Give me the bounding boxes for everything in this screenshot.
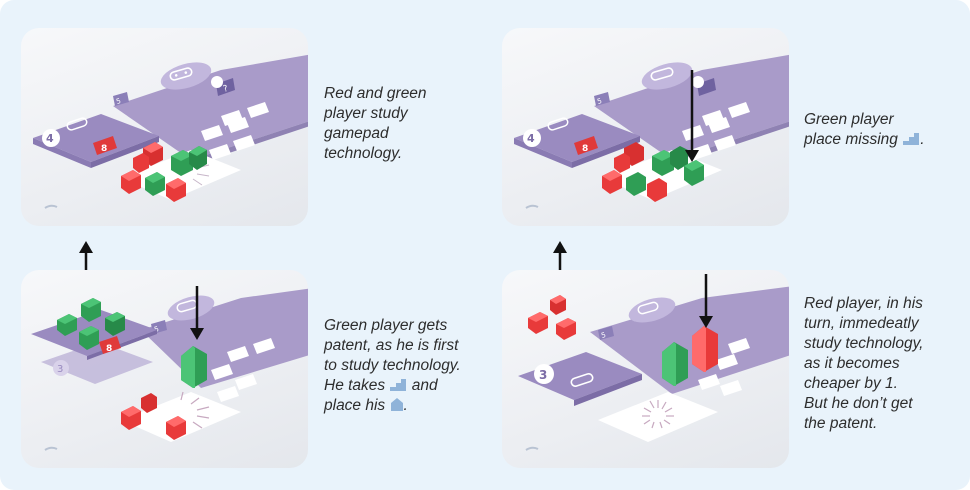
caption-bottom-right: Red player, in his turn, immedeatly stud… (804, 295, 924, 432)
study-area (121, 392, 241, 442)
stair-piece-icon (903, 133, 920, 145)
svg-text:5: 5 (596, 97, 603, 106)
svg-text:8: 8 (582, 144, 588, 154)
svg-text:4: 4 (527, 132, 535, 145)
panel-top-left: ? 5 4 8 (21, 28, 308, 226)
panel-bottom-right: 5 3 (502, 270, 789, 468)
svg-text:4: 4 (46, 132, 54, 145)
tech-card-front (514, 114, 640, 162)
red-stair-pieces (528, 295, 576, 340)
tech-board-back (590, 286, 789, 394)
red-stair-pieces (121, 142, 186, 202)
study-area (598, 392, 718, 442)
red-stair-pieces (602, 142, 667, 202)
caption-bottom-left: Green player gets patent, as he is first… (324, 317, 461, 414)
house-piece-icon (390, 398, 403, 411)
svg-text:?: ? (222, 84, 230, 95)
tech-board-back (113, 54, 308, 160)
house-piece-icon (181, 346, 207, 388)
gamepad-icon (650, 67, 674, 81)
svg-text:3: 3 (539, 368, 547, 382)
down-arrow-icon (685, 70, 699, 162)
svg-text:8: 8 (101, 144, 107, 154)
stair-piece-icon (390, 379, 407, 391)
house-piece-icon (692, 326, 718, 372)
gamepad-icon (637, 301, 659, 315)
panel-bottom-left: 5 3 8 (21, 270, 308, 468)
gamepad-icon (570, 373, 594, 387)
svg-text:8: 8 (106, 344, 112, 354)
svg-text:5: 5 (600, 331, 607, 340)
gamepad-icon (66, 117, 88, 131)
down-arrow-icon (699, 274, 713, 328)
svg-text:3: 3 (57, 364, 63, 375)
red-stair-pieces (121, 393, 186, 440)
gamepad-icon (169, 67, 193, 81)
tech-card-front (33, 114, 159, 162)
price-tile (93, 136, 117, 155)
down-arrow-icon (190, 286, 204, 340)
green-stair-pieces (626, 146, 704, 196)
svg-text:5: 5 (115, 97, 122, 106)
caption-top-right: Green player place missing . (804, 111, 925, 148)
svg-text:5: 5 (153, 325, 160, 334)
caption-top-left: Red and green player study gamepad techn… (324, 85, 427, 162)
house-piece-icon (662, 342, 688, 386)
green-stair-pieces (145, 146, 207, 196)
panel-top-right: 5 4 8 (502, 28, 789, 226)
green-stair-pieces (57, 298, 125, 350)
